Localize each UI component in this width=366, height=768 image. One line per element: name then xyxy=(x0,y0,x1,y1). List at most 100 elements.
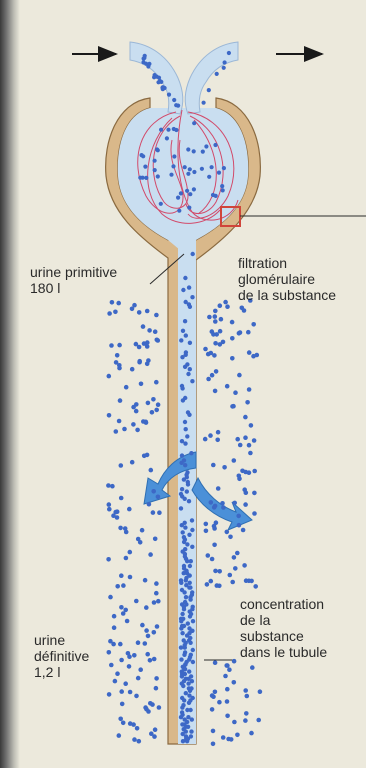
substance-particle xyxy=(117,343,122,348)
substance-particle xyxy=(156,174,160,178)
substance-particle xyxy=(123,681,128,686)
substance-particle xyxy=(251,354,256,359)
substance-particle xyxy=(185,434,189,438)
substance-particle xyxy=(188,167,192,171)
substance-particle xyxy=(218,342,223,347)
substance-particle xyxy=(149,468,154,473)
substance-particle xyxy=(159,202,163,206)
substance-particle xyxy=(190,545,194,549)
substance-particle xyxy=(188,614,192,618)
substance-particle xyxy=(204,144,208,148)
substance-particle xyxy=(180,631,184,635)
substance-particle xyxy=(183,497,187,501)
substance-particle xyxy=(109,343,114,348)
substance-particle xyxy=(180,453,184,457)
substance-particle xyxy=(180,523,184,527)
substance-particle xyxy=(174,128,178,132)
substance-particle xyxy=(182,571,186,575)
substance-particle xyxy=(192,187,196,191)
substance-particle xyxy=(155,75,159,79)
substance-particle xyxy=(235,733,240,738)
substance-particle xyxy=(179,191,183,195)
substance-particle xyxy=(136,676,141,681)
substance-particle xyxy=(190,295,194,299)
substance-particle xyxy=(121,583,126,588)
substance-particle xyxy=(211,729,216,734)
substance-particle xyxy=(187,669,191,673)
substance-particle xyxy=(135,428,140,433)
substance-particle xyxy=(146,401,151,406)
substance-particle xyxy=(238,443,243,448)
substance-particle xyxy=(243,688,248,693)
substance-particle xyxy=(183,276,187,280)
substance-particle xyxy=(145,344,150,349)
substance-particle xyxy=(213,389,218,394)
substance-particle xyxy=(232,680,237,685)
substance-particle xyxy=(141,419,146,424)
substance-particle xyxy=(221,505,226,510)
substance-particle xyxy=(188,305,192,309)
substance-particle xyxy=(124,385,129,390)
substance-particle xyxy=(172,154,176,158)
substance-particle xyxy=(220,501,225,506)
substance-particle xyxy=(122,427,127,432)
substance-particle xyxy=(191,619,195,623)
substance-particle xyxy=(152,657,157,662)
substance-particle xyxy=(219,317,224,322)
substance-particle xyxy=(143,165,147,169)
substance-particle xyxy=(222,66,226,70)
substance-particle xyxy=(246,330,251,335)
substance-particle xyxy=(131,422,136,427)
substance-particle xyxy=(215,72,219,76)
substance-particle xyxy=(118,717,123,722)
substance-particle xyxy=(184,427,188,431)
substance-particle xyxy=(247,387,252,392)
substance-particle xyxy=(245,400,250,405)
substance-particle xyxy=(180,705,184,709)
substance-particle xyxy=(206,553,211,558)
substance-particle xyxy=(140,153,144,157)
substance-particle xyxy=(118,526,123,531)
substance-particle xyxy=(187,533,191,537)
substance-particle xyxy=(190,518,194,522)
substance-particle xyxy=(180,355,184,359)
substance-particle xyxy=(120,702,125,707)
substance-particle xyxy=(233,566,238,571)
substance-particle xyxy=(111,513,116,518)
substance-particle xyxy=(181,739,185,743)
substance-particle xyxy=(185,708,189,712)
substance-particle xyxy=(110,484,115,489)
substance-particle xyxy=(125,619,130,624)
substance-particle xyxy=(157,705,162,710)
substance-particle xyxy=(187,701,191,705)
substance-particle xyxy=(176,196,180,200)
substance-particle xyxy=(217,700,222,705)
substance-particle xyxy=(191,648,195,652)
substance-particle xyxy=(185,189,189,193)
substance-particle xyxy=(144,707,149,712)
substance-particle xyxy=(230,320,235,325)
substance-particle xyxy=(157,510,162,515)
concentration-label: concentration de la substance dans le tu… xyxy=(240,596,327,660)
substance-particle xyxy=(230,356,235,361)
substance-particle xyxy=(225,714,230,719)
substance-particle xyxy=(188,597,192,601)
substance-particle xyxy=(179,657,183,661)
substance-particle xyxy=(209,500,214,505)
substance-particle xyxy=(216,430,221,435)
substance-particle xyxy=(210,707,215,712)
substance-particle xyxy=(213,314,218,319)
substance-particle xyxy=(217,569,222,574)
substance-particle xyxy=(153,727,158,732)
substance-particle xyxy=(235,551,240,556)
substance-particle xyxy=(212,353,217,358)
substance-particle xyxy=(188,689,192,693)
substance-particle xyxy=(151,510,156,515)
substance-particle xyxy=(218,303,223,308)
substance-particle xyxy=(213,341,218,346)
substance-particle xyxy=(167,93,171,97)
substance-particle xyxy=(214,332,219,337)
substance-particle xyxy=(229,737,234,742)
substance-particle xyxy=(227,51,231,55)
substance-particle xyxy=(252,469,257,474)
